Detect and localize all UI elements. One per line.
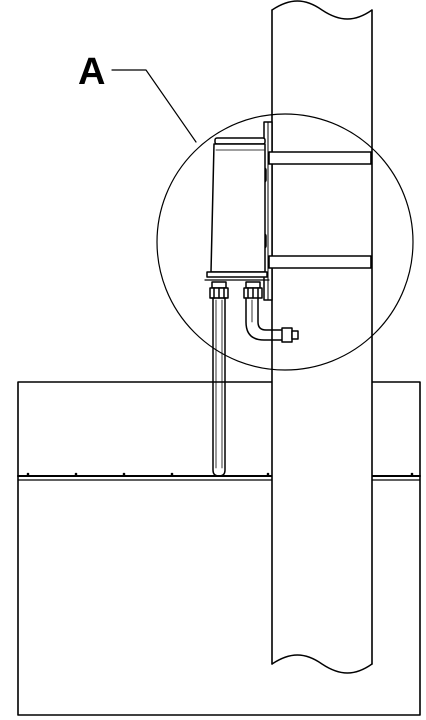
pole-clamp-upper [268, 151, 372, 165]
connector-left [209, 281, 229, 299]
jumper-cable [245, 297, 299, 343]
antenna-unit [204, 137, 270, 281]
feeder-cable [210, 297, 228, 477]
callout-leader [111, 69, 197, 143]
pole-clamp-lower [268, 255, 372, 269]
detail-circle [156, 113, 414, 371]
connector-right [243, 281, 263, 299]
callout-label: A [78, 51, 105, 93]
